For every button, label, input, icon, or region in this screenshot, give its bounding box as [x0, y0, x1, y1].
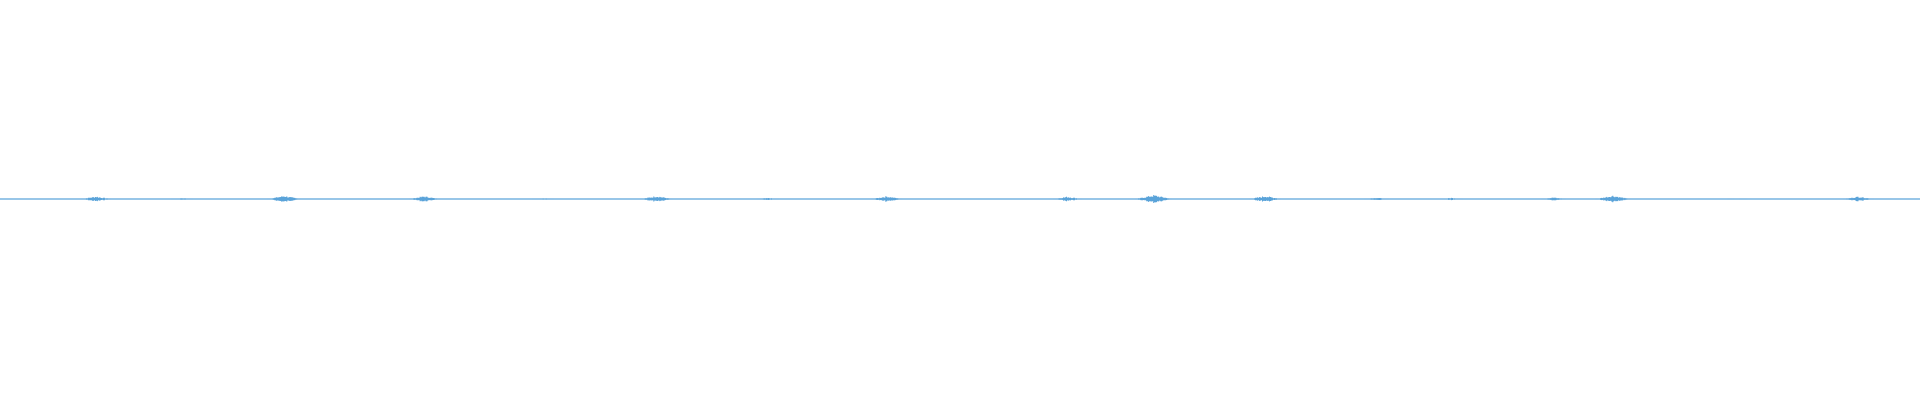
waveform-burst [80, 196, 111, 202]
waveform-burst [1595, 195, 1631, 203]
waveform-burst [1249, 196, 1281, 202]
waveform-burst [1727, 198, 1748, 200]
waveform-burst [532, 198, 554, 200]
waveform-burst [1843, 196, 1874, 202]
waveform-burst [1135, 195, 1173, 203]
waveform-burst [756, 198, 779, 200]
waveform-burst [1053, 196, 1082, 202]
waveform-burst [267, 196, 301, 202]
waveform-burst [640, 196, 673, 202]
waveform-burst [871, 196, 903, 202]
waveform-burst [171, 198, 193, 200]
waveform-burst [1540, 197, 1566, 201]
waveform-burst [1440, 197, 1463, 201]
waveform-burst [1364, 198, 1389, 200]
waveform-burst [408, 196, 440, 202]
waveform-bursts [80, 195, 1874, 203]
